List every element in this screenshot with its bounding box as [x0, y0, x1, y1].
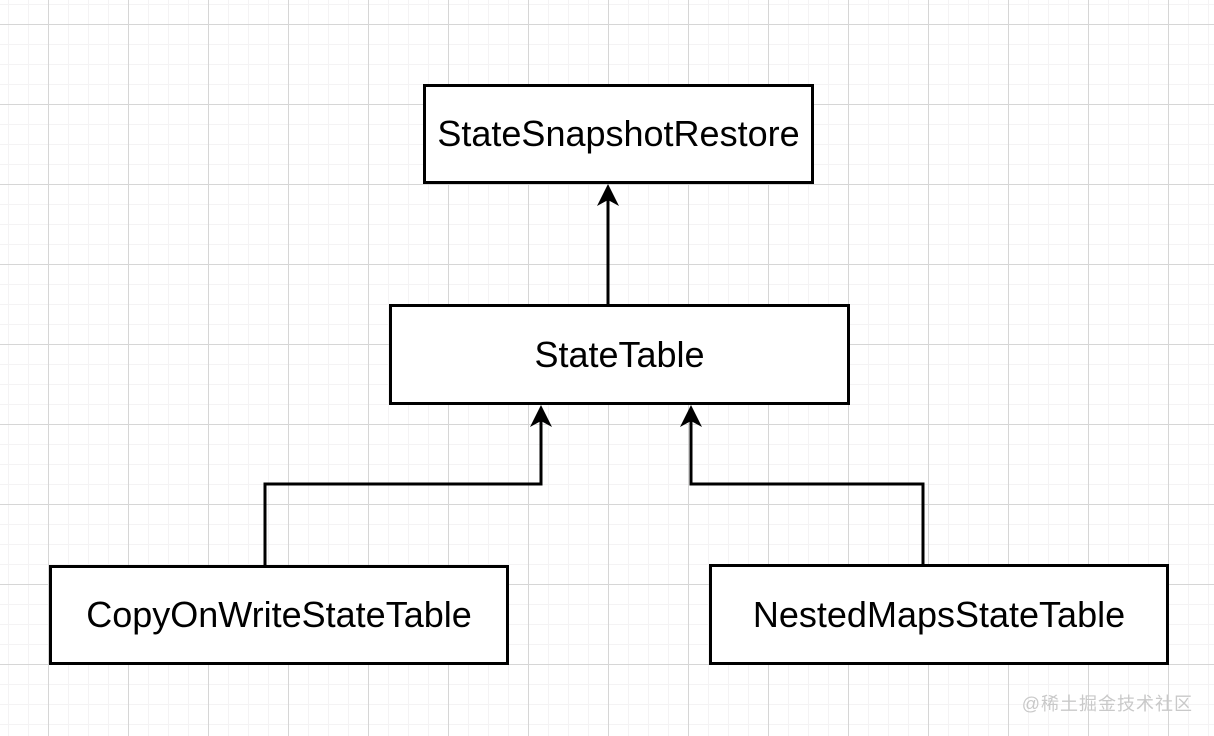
edge-copyonwritestatetable-to-statetable — [263, 405, 552, 566]
node-label-copyonwritestatetable: CopyOnWriteStateTable — [86, 594, 472, 635]
node-label-statetable: StateTable — [534, 333, 705, 375]
watermark: @稀土掘金技术社区 — [1021, 694, 1193, 714]
node-statesnapshotrestore: StateSnapshotRestore — [423, 84, 814, 184]
node-label-statesnapshotrestore: StateSnapshotRestore — [437, 113, 800, 154]
edge-nestedmapsstatetable-to-statetable — [680, 405, 925, 565]
node-nestedmapsstatetable: NestedMapsStateTable — [709, 564, 1169, 665]
node-copyonwritestatetable: CopyOnWriteStateTable — [49, 565, 509, 665]
node-label-nestedmapsstatetable: NestedMapsStateTable — [752, 593, 1126, 635]
node-statetable: StateTable — [389, 304, 850, 405]
